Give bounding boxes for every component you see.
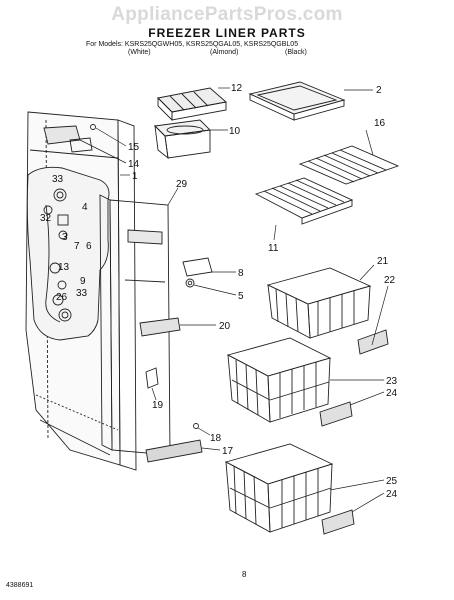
model-number: KSRS25QGAL05,	[186, 41, 243, 48]
models-prefix: For Models:	[86, 41, 123, 48]
callouts: 12 2 10 16 15 14 1 29 11 8 5 20 21 22 23…	[40, 83, 398, 500]
callout-12: 12	[231, 83, 243, 94]
callout-24: 24	[386, 489, 398, 500]
ice-bin	[154, 119, 211, 160]
freezer-liner	[25, 111, 137, 471]
watermark: AppliancePartsPros.com	[111, 4, 343, 25]
callout-4: 4	[82, 202, 88, 213]
callout-8: 8	[238, 268, 244, 279]
color-label: (Black)	[285, 49, 307, 56]
callout-18: 18	[210, 433, 222, 444]
callout-16: 16	[374, 118, 386, 129]
callout-25: 25	[386, 476, 398, 487]
model-list: For Models: KSRS25QGWH05, KSRS25QGAL05, …	[86, 40, 298, 49]
callout-29: 29	[176, 179, 188, 190]
callout-1: 1	[132, 171, 138, 182]
wire-basket-medium	[226, 337, 332, 423]
callout-23: 23	[386, 376, 398, 387]
small-parts	[139, 257, 213, 463]
callout-19: 19	[152, 400, 164, 411]
callout-14: 14	[128, 159, 140, 170]
wire-basket-large	[224, 443, 334, 533]
wire-shelf-lower	[254, 177, 354, 225]
model-number: KSRS25QGBL05	[244, 41, 299, 48]
color-label: (White)	[128, 49, 151, 56]
wire-shelf-upper	[298, 145, 400, 185]
callout-7: 7	[74, 241, 80, 252]
ice-tray	[157, 87, 227, 122]
callout-21: 21	[377, 256, 389, 267]
page-number: 8	[242, 570, 247, 579]
callout-15: 15	[128, 142, 140, 153]
callout-9: 9	[80, 276, 86, 287]
callout-32: 32	[40, 213, 52, 224]
color-label: (Almond)	[210, 49, 239, 56]
callout-22: 22	[384, 275, 396, 286]
basket-front-24a	[319, 401, 353, 427]
leader-lines	[79, 87, 389, 513]
callout-2: 2	[376, 85, 382, 96]
glass-shelf	[248, 81, 346, 121]
callout-13: 13	[58, 262, 70, 273]
callout-33: 33	[52, 174, 64, 185]
basket-front-24b	[321, 509, 355, 535]
callout-5: 5	[238, 291, 244, 302]
callout-11: 11	[268, 243, 279, 254]
callout-10: 10	[229, 126, 241, 137]
callout-3: 3	[62, 232, 68, 243]
callout-24: 24	[386, 388, 398, 399]
control-components	[43, 188, 72, 323]
document-number: 4388691	[6, 582, 34, 589]
page-title: FREEZER LINER PARTS	[148, 26, 306, 40]
callout-33: 33	[76, 288, 88, 299]
model-number: KSRS25QGWH05,	[124, 41, 185, 48]
callout-6: 6	[86, 241, 92, 252]
callout-26: 26	[56, 292, 68, 303]
callout-17: 17	[222, 446, 234, 457]
wire-basket-small	[266, 267, 372, 339]
callout-20: 20	[219, 321, 231, 332]
